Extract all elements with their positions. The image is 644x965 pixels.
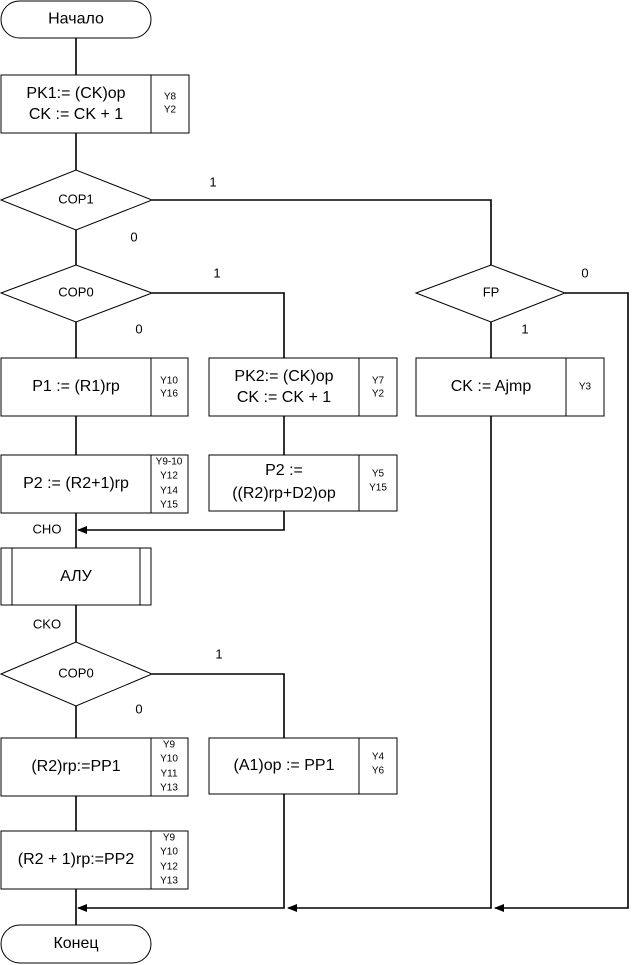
start-label: Начало <box>48 11 104 28</box>
end-label: Конец <box>53 935 98 952</box>
block-text-line: (R2)rp:=PP1 <box>31 758 120 775</box>
signal-label: Y11 <box>160 769 177 780</box>
signal-label: Y2 <box>164 105 177 116</box>
signal-label: Y9 <box>163 833 176 844</box>
block-text-line: АЛУ <box>60 568 93 585</box>
connector-label-cko: CKO <box>33 616 61 631</box>
decision-label: COP0 <box>58 284 93 299</box>
branch-no-label: 0 <box>581 265 588 280</box>
block-text-line: P2 := (R2+1)rp <box>23 475 129 492</box>
block-text-line: PK1:= (CK)op <box>26 85 125 102</box>
signal-label: Y10 <box>160 754 178 765</box>
block-a1-store: (A1)op := PP1 Y4 Y6 <box>208 737 398 795</box>
start-terminal: Начало <box>0 0 152 39</box>
block-text-line: PK2:= (CK)op <box>234 368 333 385</box>
signal-label: Y15 <box>369 483 387 494</box>
block-r2-store: (R2)rp:=PP1 Y9 Y10 Y11 Y13 <box>0 737 189 797</box>
signal-label: Y12 <box>160 862 178 873</box>
branch-yes-label: 1 <box>215 646 222 661</box>
block-p2-displacement: P2 := ((R2)rp+D2)op Y5 Y15 <box>208 454 398 512</box>
branch-no-label: 0 <box>135 701 142 716</box>
block-text-line: (R2 + 1)rp:=PP2 <box>18 851 135 868</box>
block-text-line: P1 := (R1)rp <box>32 378 120 395</box>
signal-label: Y10 <box>160 376 178 387</box>
block-jump: CK := Ajmp Y3 <box>415 357 605 417</box>
signal-label: Y13 <box>160 783 178 794</box>
connector-lines <box>75 38 629 925</box>
signal-label: Y7 <box>372 376 385 387</box>
signal-label: Y5 <box>372 469 385 480</box>
block-r2plus1-store: (R2 + 1)rp:=PP2 Y9 Y10 Y12 Y13 <box>0 830 189 890</box>
signal-label: Y4 <box>372 752 385 763</box>
signal-label: Y9 <box>163 740 176 751</box>
branch-yes-label: 1 <box>209 174 216 189</box>
branch-no-label: 0 <box>135 321 142 336</box>
signal-label: Y13 <box>160 876 178 887</box>
block-text-line: CK := CK + 1 <box>29 106 123 123</box>
decision-fp: FP 0 1 <box>414 264 589 336</box>
decision-cop1: COP1 1 0 <box>0 169 217 244</box>
block-p2: P2 := (R2+1)rp Y9-10 Y12 Y14 Y15 <box>0 454 189 514</box>
signal-label: Y8 <box>164 92 177 103</box>
block-text-line: ((R2)rp+D2)op <box>232 485 336 502</box>
block-p1: P1 := (R1)rp Y10 Y16 <box>0 357 189 417</box>
block-text-line: CK := Ajmp <box>451 378 532 395</box>
signal-label: Y16 <box>160 389 178 400</box>
block-fetch-pk2: PK2:= (CK)op CK := CK + 1 Y7 Y2 <box>208 357 398 417</box>
block-text-line: P2 := <box>265 462 303 479</box>
decision-cop0-first: COP0 1 0 <box>0 264 221 336</box>
block-fetch-pk1: PK1:= (CK)op CK := CK + 1 Y8 Y2 <box>0 74 190 134</box>
signal-label: Y10 <box>160 847 178 858</box>
branch-yes-label: 1 <box>213 265 220 280</box>
signal-label: Y3 <box>579 382 592 393</box>
branch-yes-label: 1 <box>521 321 528 336</box>
connector-label-cho: CHO <box>33 521 62 536</box>
signal-label: Y9-10 <box>156 457 183 468</box>
signal-label: Y6 <box>372 766 385 777</box>
block-text-line: (A1)op := PP1 <box>234 757 335 774</box>
signal-label: Y2 <box>372 389 385 400</box>
block-text-line: CK := CK + 1 <box>237 389 331 406</box>
signal-label: Y15 <box>160 500 178 511</box>
decision-cop0-second: COP0 1 0 <box>0 641 223 716</box>
block-alu: АЛУ <box>0 547 152 606</box>
signal-label: Y12 <box>160 471 178 482</box>
decision-label: COP0 <box>58 665 93 680</box>
decision-label: FP <box>483 284 500 299</box>
decision-label: COP1 <box>58 191 93 206</box>
branch-no-label: 0 <box>130 229 137 244</box>
end-terminal: Конец <box>0 924 152 964</box>
signal-label: Y14 <box>160 486 178 497</box>
